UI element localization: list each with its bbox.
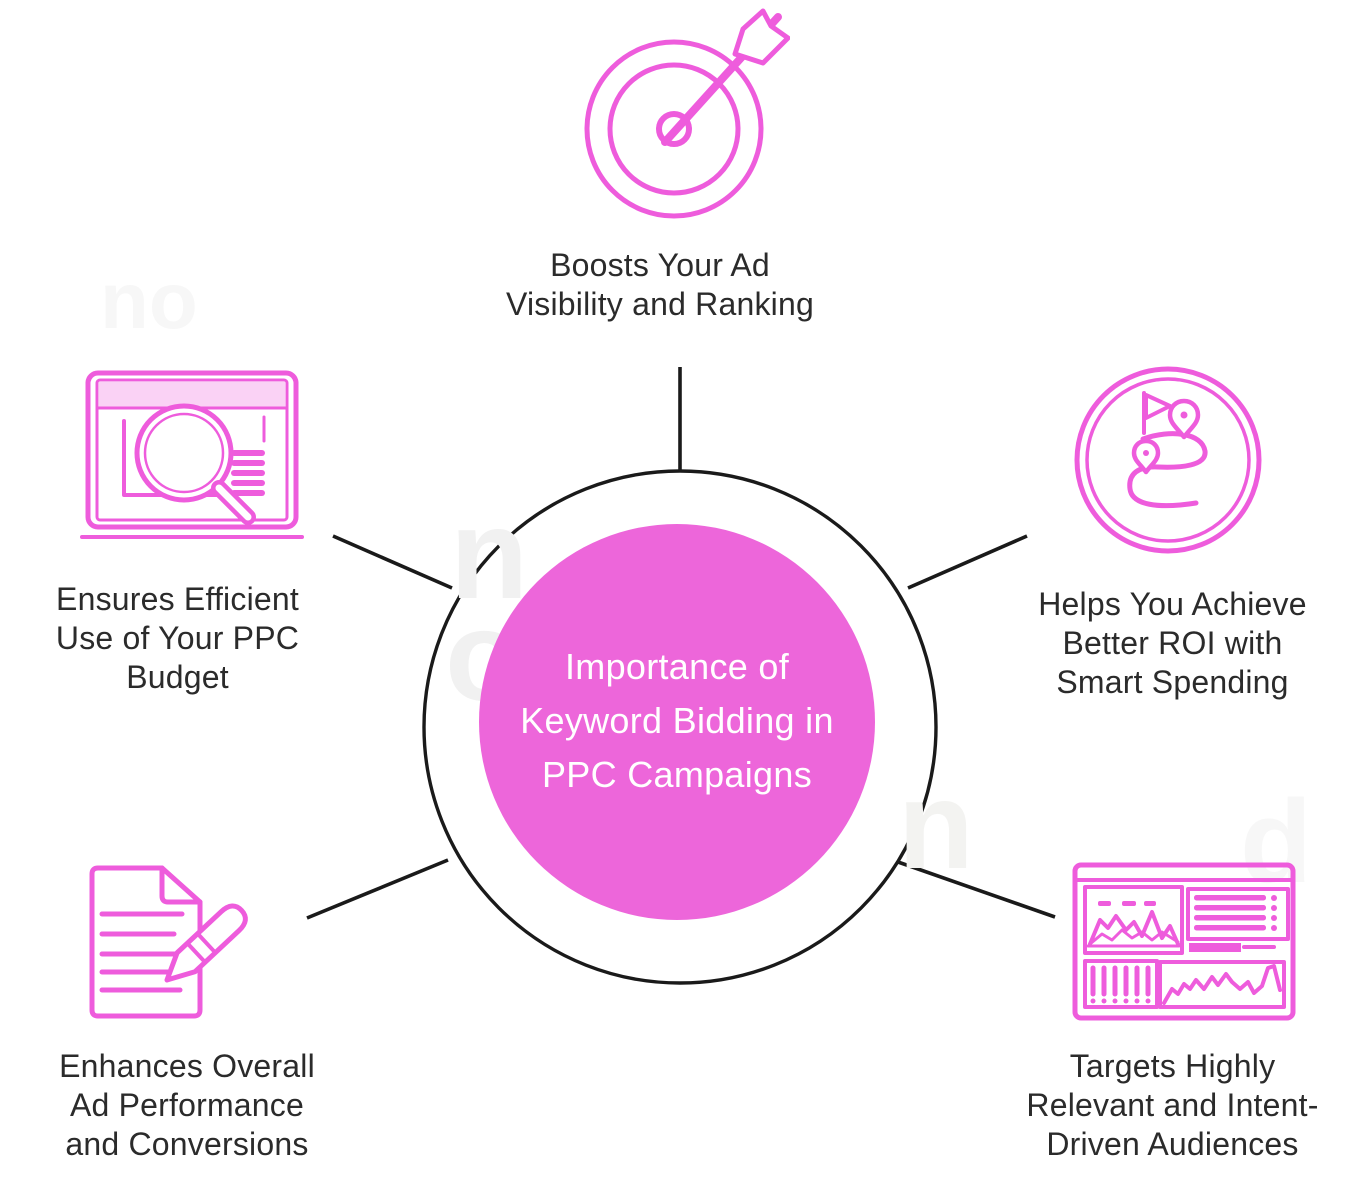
label-line: Ensures Efficient <box>56 581 299 617</box>
label-bottom-left: Enhances Overall Ad Performance and Conv… <box>22 1047 352 1164</box>
route-map-icon <box>1074 366 1262 554</box>
label-line: Targets Highly <box>1069 1048 1276 1084</box>
browser-search-icon <box>80 370 304 539</box>
analytics-dashboard-icon <box>1072 862 1296 1021</box>
center-title: Importance of Keyword Bidding in PPC Cam… <box>479 640 875 802</box>
label-line: Better ROI with <box>1062 625 1283 661</box>
connector-upper-left <box>332 534 453 590</box>
watermark-text: no <box>100 256 198 345</box>
label-line: Smart Spending <box>1056 664 1289 700</box>
label-line: Ad Performance <box>69 1087 305 1123</box>
watermark-text: d <box>1240 776 1312 908</box>
center-title-line: Importance of <box>564 646 789 687</box>
label-line: Use of Your PPC <box>55 620 300 656</box>
center-title-line: Keyword Bidding in <box>520 700 834 741</box>
label-line: Visibility and Ranking <box>506 286 814 322</box>
label-line: Enhances Overall <box>59 1048 315 1084</box>
label-right: Helps You Achieve Better ROI with Smart … <box>1000 585 1345 702</box>
watermark-text: n <box>450 483 528 626</box>
label-line: Budget <box>126 659 229 695</box>
label-line: Driven Audiences <box>1046 1126 1299 1162</box>
connector-lower-left <box>306 858 449 920</box>
target-arrow-icon <box>584 8 790 219</box>
label-line: Boosts Your Ad <box>550 247 770 283</box>
center-circle <box>479 524 875 920</box>
connector-upper-right <box>907 534 1028 590</box>
connector-lower-right <box>897 860 1056 919</box>
label-top: Boosts Your Ad Visibility and Ranking <box>430 246 890 324</box>
watermark-text: n <box>898 757 974 895</box>
label-bottom-right: Targets Highly Relevant and Intent- Driv… <box>980 1047 1350 1164</box>
label-left: Ensures Efficient Use of Your PPC Budget <box>15 580 340 697</box>
document-pencil-icon <box>89 865 248 1019</box>
label-line: and Conversions <box>65 1126 309 1162</box>
center-title-line: PPC Campaigns <box>541 754 812 795</box>
label-line: Relevant and Intent- <box>1026 1087 1319 1123</box>
label-line: Helps You Achieve <box>1038 586 1307 622</box>
